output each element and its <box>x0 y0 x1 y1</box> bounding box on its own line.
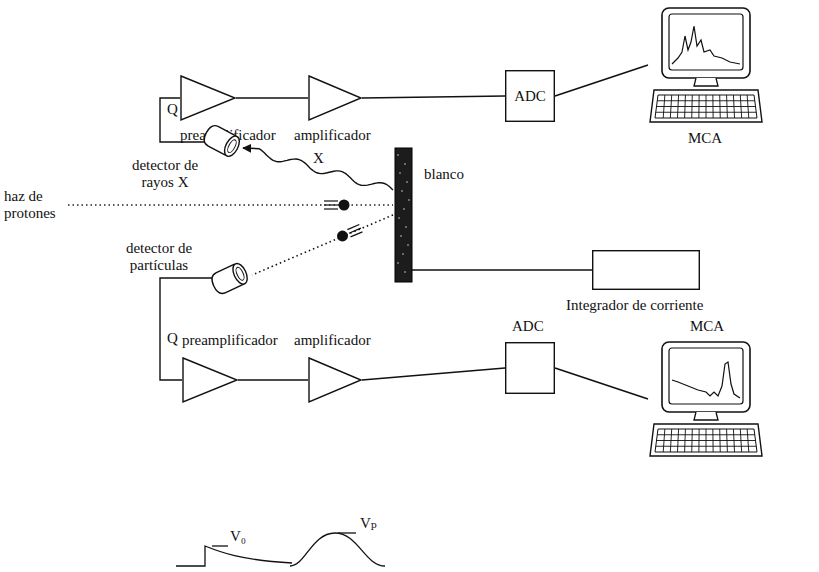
signal-wire <box>236 97 308 98</box>
signal-wire <box>555 65 648 96</box>
signal-wire <box>238 379 308 380</box>
scattered-proton <box>335 223 363 243</box>
current-integrator: Integrador de corriente <box>592 250 700 290</box>
node-label: MCA <box>688 130 722 147</box>
target: blanco <box>395 148 412 282</box>
amplifier-triangle-outline <box>308 75 362 121</box>
edge-label: X <box>312 150 325 167</box>
mca-computer-outline <box>648 6 763 124</box>
shaped-pulse <box>290 533 385 566</box>
mca-computer-outline <box>648 340 763 458</box>
preamplifier-triangle-outline <box>180 75 236 121</box>
signal-wire <box>412 269 592 270</box>
xray-wave <box>243 148 393 190</box>
node-label: blanco <box>424 166 464 183</box>
adc-box: ADC <box>505 70 555 122</box>
preamplifier-triangle: preamplificador <box>180 75 236 121</box>
signal-wire <box>555 368 648 399</box>
signal-wire <box>362 96 505 98</box>
preamplifier-triangle: preamplificador <box>182 357 238 403</box>
signal-label: Vₚ <box>360 515 377 532</box>
particle-detector-outline <box>210 262 252 294</box>
mca-computer: MCA <box>648 6 763 124</box>
signal-label: V₀ <box>230 528 246 545</box>
mca-computer: MCA <box>648 340 763 458</box>
node-label: Integrador de corriente <box>566 297 703 314</box>
adc-box-outline <box>505 342 555 394</box>
node-label: amplificador <box>294 332 371 349</box>
beam-label: haz de protones <box>4 188 66 222</box>
node-label: ADC <box>512 318 544 335</box>
amplifier-triangle-outline <box>308 357 362 403</box>
adc-box: ADC <box>505 342 555 394</box>
node-label: preamplificador <box>182 332 278 349</box>
edge-label: Q <box>166 101 179 118</box>
amplifier-triangle: amplificador <box>308 357 362 403</box>
node-label: ADC <box>514 88 546 105</box>
proton-beam <box>68 200 393 211</box>
current-integrator-outline <box>592 250 700 290</box>
edge-label: Q <box>166 330 179 347</box>
preamplifier-triangle-outline <box>182 357 238 403</box>
xray-detector-outline <box>202 126 246 158</box>
particle-detector: detector de partículas <box>210 262 252 294</box>
node-label: MCA <box>690 318 724 335</box>
amplifier-triangle: amplificador <box>308 75 362 121</box>
signal-wire <box>362 368 505 380</box>
xray-detector: detector de rayos X <box>202 126 246 158</box>
node-label: detector de rayos X <box>118 157 212 191</box>
particle-path <box>252 215 393 275</box>
node-label: detector de partículas <box>112 240 206 274</box>
target-outline <box>395 148 412 282</box>
node-label: amplificador <box>294 127 371 144</box>
preamp-pulse <box>176 546 292 566</box>
